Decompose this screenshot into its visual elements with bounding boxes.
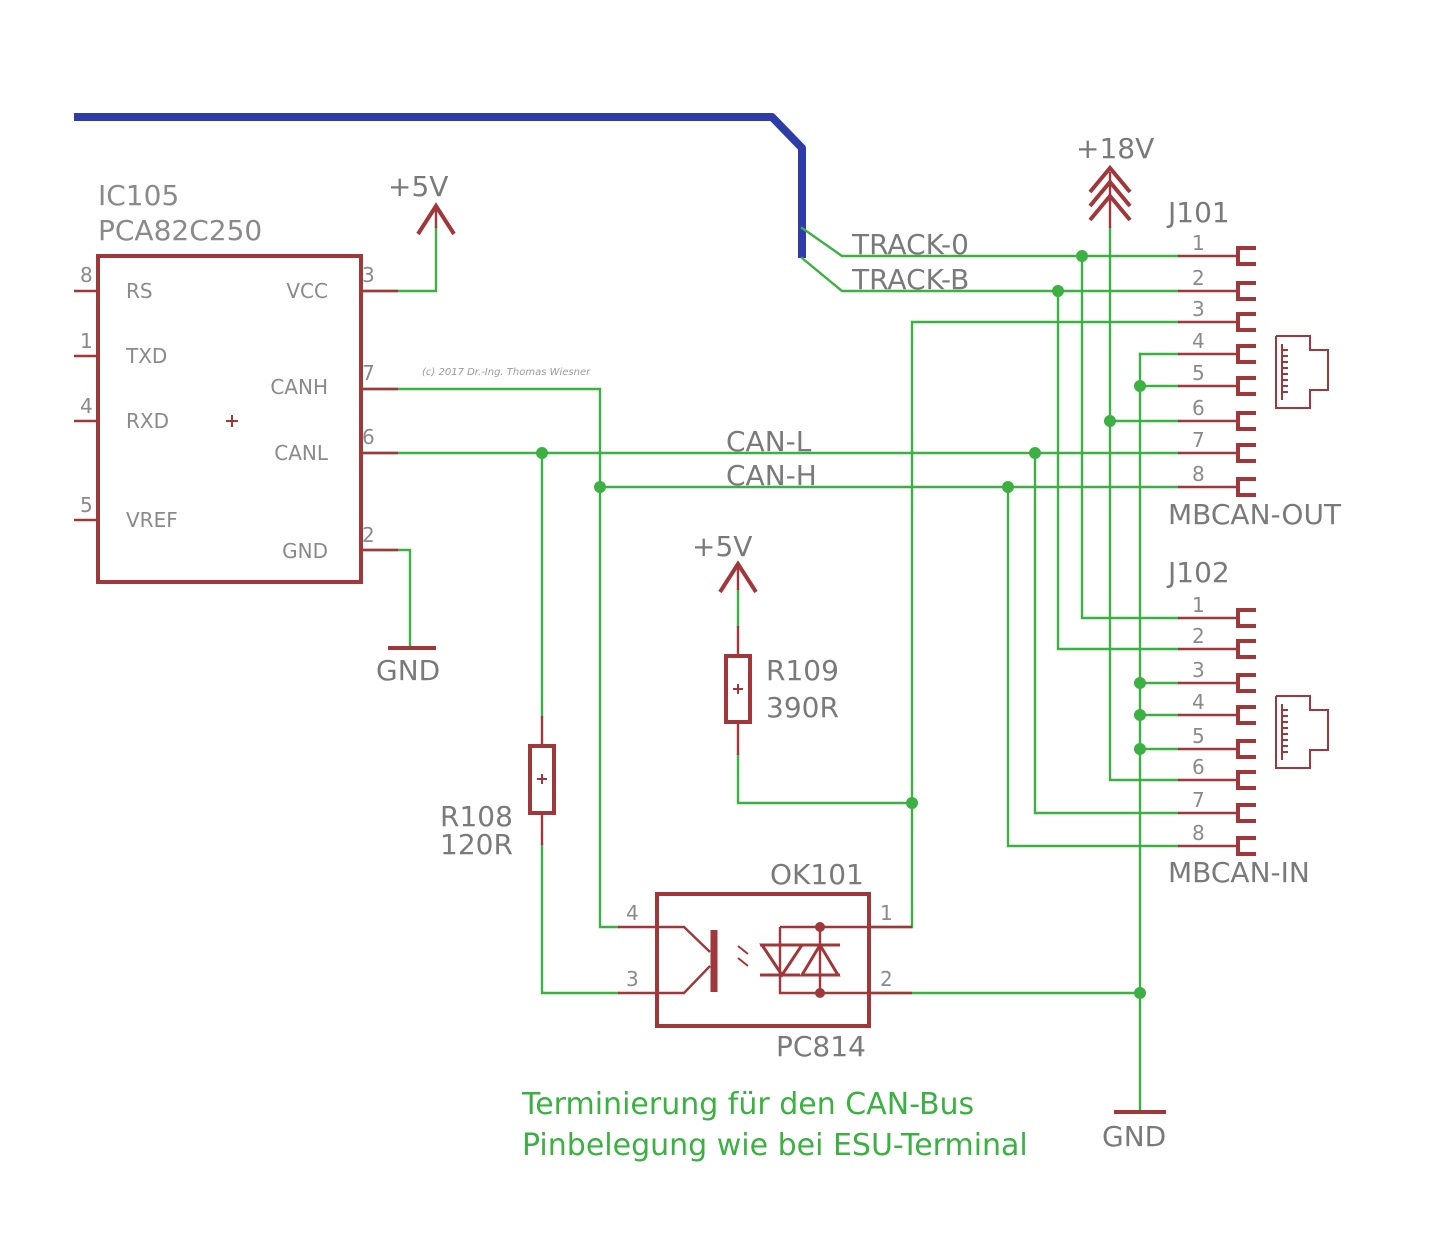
j101-pin-num: 2 [1192,266,1205,290]
resistor-r109: R109 390R [724,626,839,755]
j102-value: MBCAN-IN [1168,856,1310,889]
rj45-jack-icon [1275,335,1329,409]
j101-value: MBCAN-OUT [1168,498,1342,531]
note-line-2: Pinbelegung wie bei ESU-Terminal [522,1128,1028,1163]
ic105-pin-num: 1 [80,329,93,353]
j102-pin-num: 3 [1192,658,1205,682]
j102-pin-num: 4 [1192,690,1205,714]
ic105-ref: IC105 [98,179,179,212]
j102-pin-num: 6 [1192,755,1205,779]
j102-pin-num: 5 [1192,724,1205,748]
j101-pin-num: 3 [1192,297,1205,321]
ic105-pin-num: 5 [80,493,93,517]
ic105-value: PCA82C250 [98,214,262,247]
ic105-pin-name: RXD [126,409,169,433]
j101-pin-num: 4 [1192,329,1205,353]
r108-ref: R108 [440,800,513,833]
ic105-pin-name: GND [282,539,328,563]
r108-value: 120R [440,828,513,861]
ic105-pin-num: 4 [80,394,93,418]
junction-dots [536,250,1146,999]
copyright-text: (c) 2017 Dr.-Ing. Thomas Wiesner [422,367,591,378]
net-label-canl: CAN-L [726,425,812,458]
r109-value: 390R [766,691,839,724]
gnd-symbol-2: GND [1102,1110,1166,1153]
v18-label: +18V [1076,132,1154,165]
j102-pin-num: 8 [1192,821,1205,845]
ic105-pin-name: VREF [126,508,178,532]
optocoupler-ok101: 4 3 1 2 OK101 PC814 [618,858,912,1063]
j102-pin-num: 2 [1192,624,1205,648]
r109-ref: R109 [766,654,839,687]
vcc-label: +5V [388,170,448,203]
j101-pin-num: 8 [1192,462,1205,486]
vcc-5v-symbol-2: +5V [692,530,758,594]
gnd-symbol-1: GND [376,646,440,687]
ic105-pin-num: 3 [362,263,375,287]
ok101-pin-num: 1 [880,901,893,925]
gnd-label: GND [376,654,440,687]
j102-pin-num: 7 [1192,788,1205,812]
j101-pin-num: 5 [1192,361,1205,385]
ok101-ref: OK101 [770,858,864,891]
note-line-1: Terminierung für den CAN-Bus [521,1087,974,1122]
v18-symbol: +18V [1076,132,1154,228]
j102-ref: J102 [1166,556,1230,589]
ic105-pin-name: VCC [286,279,328,303]
rj45-jack-icon [1275,695,1329,769]
j102-pin-num: 1 [1192,593,1205,617]
resistor-r108: R108 120R [440,716,556,861]
ic105-pin-name: RS [126,279,153,303]
j101-pin-num: 6 [1192,396,1205,420]
ic105-pin-name: CANL [274,441,329,465]
j101-connector: J101 MBCAN-OUT 1 2 3 4 5 6 7 8 [1166,196,1342,531]
j101-pin-num: 1 [1192,231,1205,255]
j101-ref: J101 [1166,196,1230,229]
vcc-label: +5V [692,530,752,563]
track-bus [74,113,806,258]
ic105-pin-name: CANH [270,375,328,399]
vcc-5v-symbol-1: +5V [388,170,456,236]
ic105-pin-num: 8 [80,263,93,287]
net-label-trackb: TRACK-B [851,263,969,296]
net-label-track0: TRACK-0 [851,228,969,261]
ic105-pin-num: 6 [362,425,375,449]
ok101-value: PC814 [776,1030,866,1063]
ok101-pin-num: 3 [626,967,639,991]
ic105-pin-num: 7 [362,361,375,385]
net-label-canh: CAN-H [726,459,817,492]
j101-pin-num: 7 [1192,428,1205,452]
ok101-pin-num: 2 [880,967,893,991]
ic105-pin-num: 2 [362,523,375,547]
j102-connector: J102 MBCAN-IN 1 2 3 4 5 6 7 8 [1166,556,1329,889]
ok101-pin-num: 4 [626,901,639,925]
net-labels: TRACK-0 TRACK-B CAN-L CAN-H [726,228,969,492]
gnd-label: GND [1102,1120,1166,1153]
ic105: IC105 PCA82C250 8 1 4 5 RS TXD RXD VREF … [74,179,398,584]
ic105-pin-name: TXD [125,344,167,368]
